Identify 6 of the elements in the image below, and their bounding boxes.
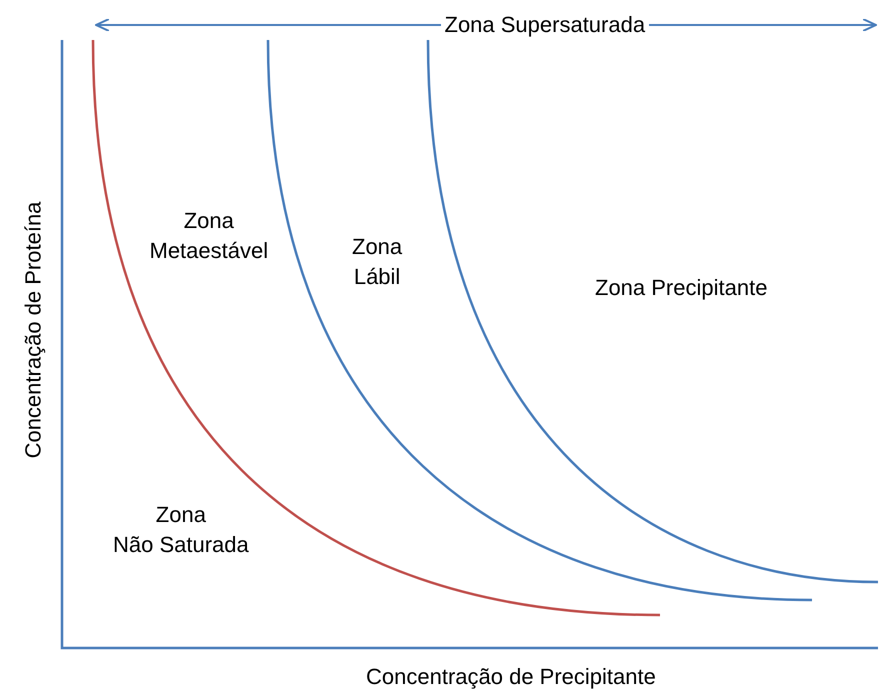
axis-title: Concentração de Proteína [18, 202, 46, 458]
zone-label: Zona Metaestável [150, 207, 268, 265]
zone-label: Zona Lábil [352, 233, 402, 291]
zone-label: Zona Não Saturada [113, 501, 249, 559]
zone-label: Zona Precipitante [595, 274, 768, 302]
axis-title: Concentração de Precipitante [366, 663, 656, 691]
